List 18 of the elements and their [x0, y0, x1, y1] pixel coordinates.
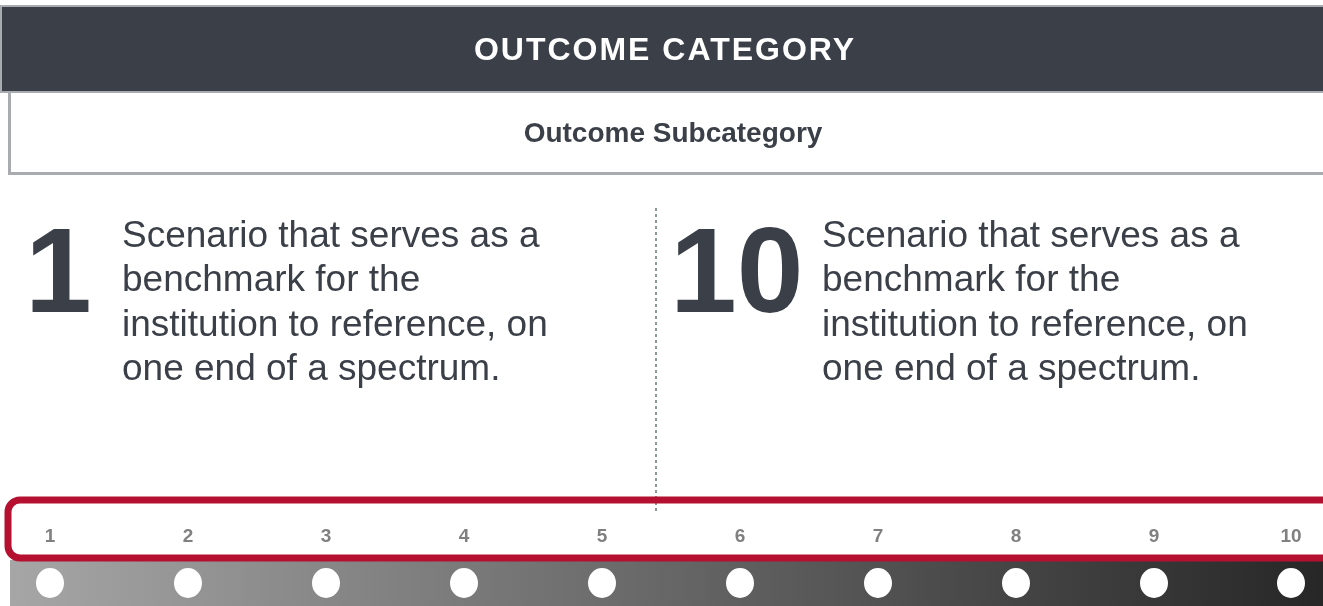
scenario-text: Scenario that serves as a benchmark for the institution to reference, on one end of a spectrum. — [122, 213, 549, 391]
scale-tick-number: 2 — [181, 525, 195, 547]
scale-tick-number: 7 — [871, 525, 885, 547]
scale-number: 1 — [25, 210, 92, 330]
scenario-text: Scenario that serves as a benchmark for the institution to reference, on one end of a spectrum. — [822, 213, 1249, 391]
scale-tick-number: 4 — [457, 525, 471, 547]
scale-tick-number: 1 — [43, 525, 57, 547]
scale-tick-number: 8 — [1009, 525, 1023, 547]
scale-tick-number: 9 — [1147, 525, 1161, 547]
scale-tick-number: 6 — [733, 525, 747, 547]
heading-text: Outcome Subcategory — [523, 116, 823, 149]
scale-number: 10 — [670, 210, 804, 330]
subcategory-band — [8, 93, 1323, 175]
scale-tick-number: 5 — [595, 525, 609, 547]
category-header-band — [0, 5, 1323, 93]
heading-text: OUTCOME CATEGORY — [473, 30, 857, 68]
scale-tick-number: 10 — [1279, 525, 1303, 547]
scale-tick-number: 3 — [319, 525, 333, 547]
